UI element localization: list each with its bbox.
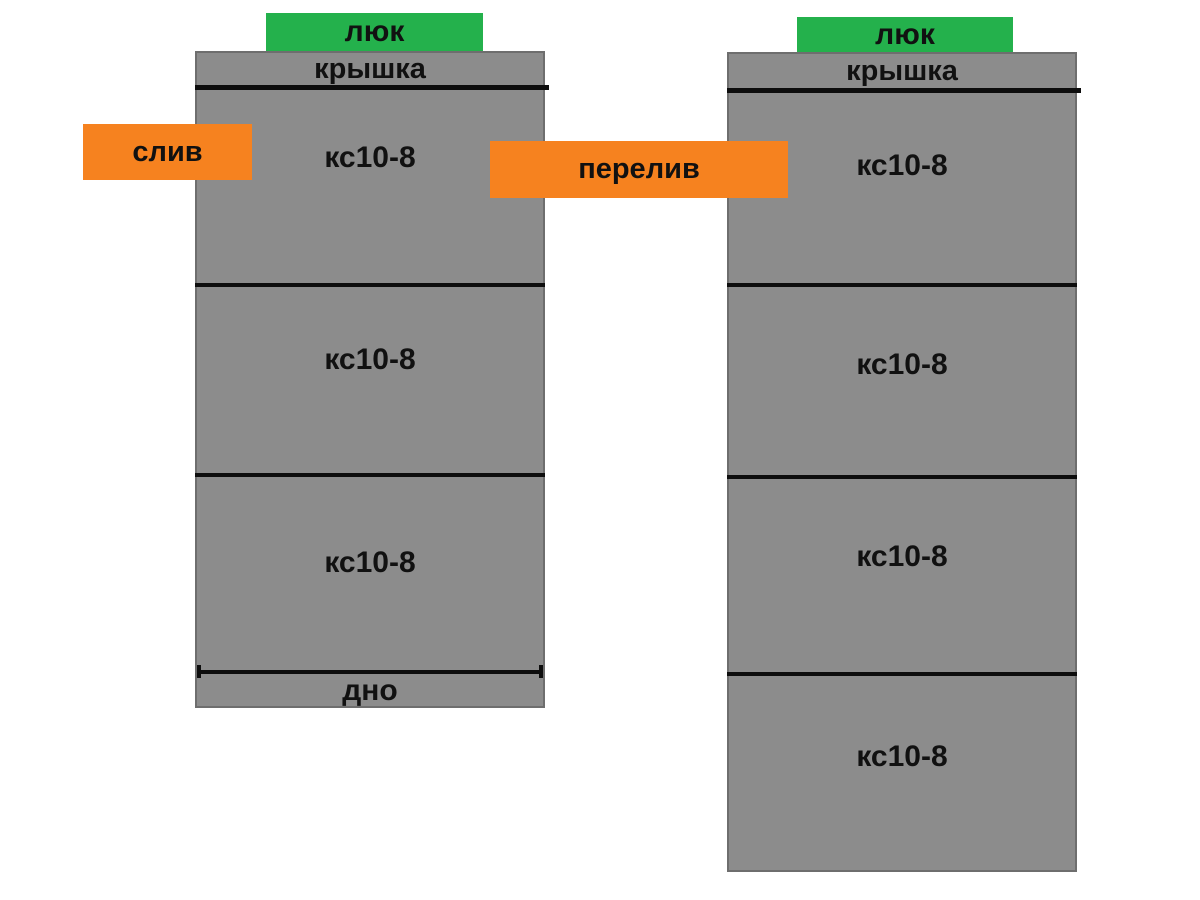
left-lid-label: крышка (314, 52, 426, 85)
overflow-pipe-text: перелив (578, 153, 700, 185)
left-ring-1-label: кс10-8 (324, 141, 416, 174)
right-ring-divider-1 (727, 283, 1077, 287)
right-ring-1: кс10-8 (729, 93, 1075, 283)
right-ring-3: кс10-8 (729, 479, 1075, 672)
left-ring-2: кс10-8 (197, 287, 543, 473)
drain-pipe-label: слив (83, 124, 252, 180)
left-bottom-label: дно (342, 674, 398, 707)
right-hatch-text: люк (875, 17, 935, 51)
drain-pipe-text: слив (132, 135, 203, 168)
left-hatch-text: люк (344, 15, 405, 48)
right-hatch-label: люк (797, 17, 1013, 52)
left-tank-column: крышка кс10-8 кс10-8 кс10-8 дно (195, 51, 549, 708)
right-ring-2-label: кс10-8 (856, 348, 948, 381)
right-ring-4-label: кс10-8 (856, 740, 948, 773)
right-ring-1-label: кс10-8 (856, 149, 948, 182)
left-ring-divider-1 (195, 283, 545, 287)
left-lid-line (195, 85, 549, 90)
left-bottom-line (197, 665, 543, 678)
left-ring-1: кс10-8 (197, 90, 543, 283)
right-ring-3-label: кс10-8 (856, 540, 948, 573)
left-ring-3-label: кс10-8 (324, 546, 416, 579)
right-lid-label: крышка (846, 54, 958, 87)
right-ring-2: кс10-8 (729, 287, 1075, 475)
left-ring-2-label: кс10-8 (324, 343, 416, 376)
left-hatch-label: люк (266, 13, 483, 51)
right-ring-divider-2 (727, 475, 1077, 479)
left-ring-3: кс10-8 (197, 477, 543, 670)
right-lid-line (727, 88, 1081, 93)
right-ring-divider-3 (727, 672, 1077, 676)
left-ring-divider-2 (195, 473, 545, 477)
overflow-pipe-label: перелив (490, 141, 788, 198)
right-ring-4: кс10-8 (729, 676, 1075, 872)
